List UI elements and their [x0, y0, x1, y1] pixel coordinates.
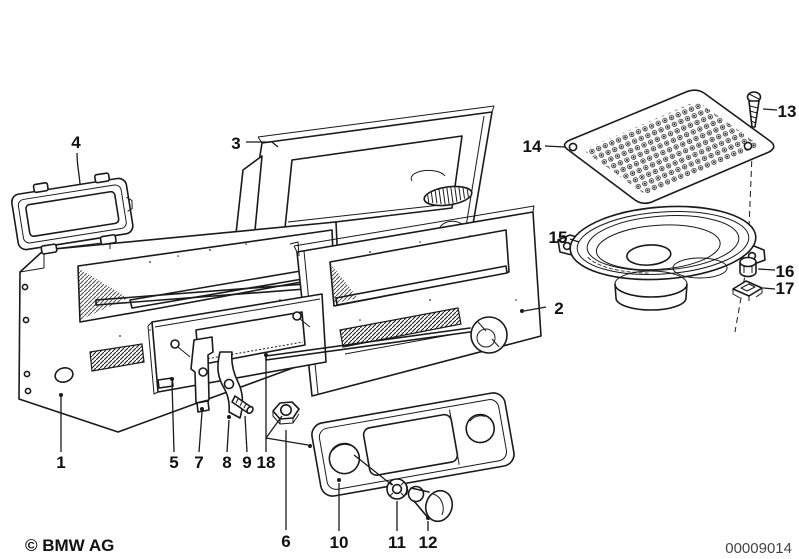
callout-1[interactable]: 1 — [56, 453, 65, 472]
part-blank-cover — [311, 392, 515, 497]
part-knob — [407, 485, 454, 523]
callout-14[interactable]: 14 — [523, 137, 542, 156]
callout-17[interactable]: 17 — [776, 279, 795, 298]
callout-18[interactable]: 18 — [257, 453, 276, 472]
bmw-copyright: © BMW AG — [25, 536, 114, 555]
part-speaker-grille — [563, 89, 775, 205]
callout-5[interactable]: 5 — [169, 453, 178, 472]
callout-13[interactable]: 13 — [778, 102, 797, 121]
callout-3[interactable]: 3 — [231, 134, 240, 153]
part-nut — [739, 256, 757, 278]
callout-leader-lines — [59, 108, 778, 531]
part-bezel-frame — [10, 172, 134, 255]
drawing-number: 00009014 — [725, 540, 792, 557]
part-screw — [746, 91, 762, 128]
callout-8[interactable]: 8 — [222, 453, 231, 472]
callout-labels: 1 2 3 4 5 6 7 8 9 10 11 12 13 14 15 16 1… — [56, 102, 796, 552]
tuning-thumbwheel — [423, 185, 473, 207]
callout-7[interactable]: 7 — [194, 453, 203, 472]
part-trim-panel — [289, 205, 542, 397]
part-clip — [732, 280, 763, 301]
callout-4[interactable]: 4 — [71, 133, 81, 152]
part-speaker — [557, 205, 766, 311]
callout-16[interactable]: 16 — [776, 262, 795, 281]
callout-12[interactable]: 12 — [419, 533, 438, 552]
part-hex-nut — [272, 401, 300, 425]
panel-speckle — [359, 235, 517, 321]
part-pin — [231, 395, 254, 415]
callout-6[interactable]: 6 — [281, 532, 290, 551]
callout-10[interactable]: 10 — [330, 533, 349, 552]
callout-2[interactable]: 2 — [554, 299, 563, 318]
callout-15[interactable]: 15 — [549, 228, 568, 247]
callout-11[interactable]: 11 — [388, 533, 406, 552]
callout-9[interactable]: 9 — [242, 453, 251, 472]
part-strap — [190, 336, 214, 413]
part-washer — [386, 478, 409, 500]
